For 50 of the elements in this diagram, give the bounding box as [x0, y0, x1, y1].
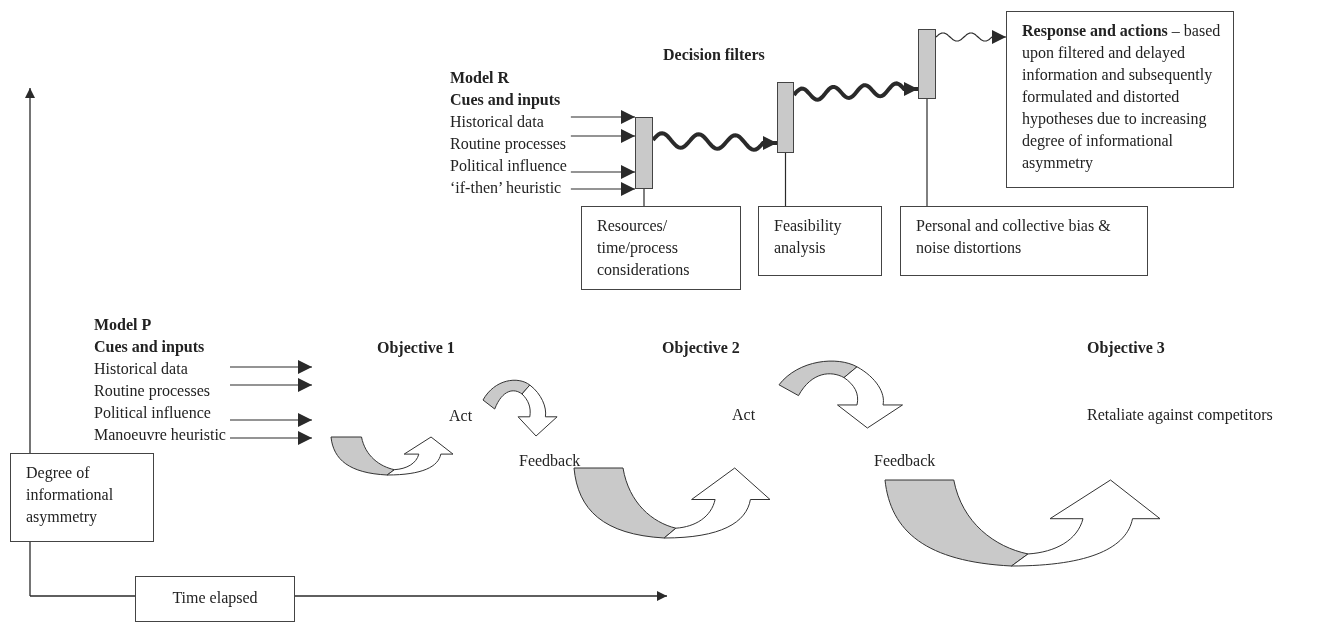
filter-bar	[777, 82, 794, 153]
filter-bar	[635, 117, 653, 189]
arrow	[570, 165, 636, 179]
text-box	[10, 453, 154, 542]
stage-label: Feedback	[874, 451, 936, 471]
input-label: Historical data	[450, 112, 544, 132]
input-label: Political influence	[450, 156, 567, 176]
input-label: Historical data	[94, 359, 188, 379]
input-label: Political influence	[94, 403, 211, 423]
arrow	[229, 413, 313, 427]
model-heading: Model R	[450, 68, 510, 88]
box-text: Degree of informational asymmetry	[26, 463, 115, 528]
stage-label: Act	[732, 405, 756, 425]
stage-label: Feedback	[519, 451, 581, 471]
connector-line	[643, 188, 645, 207]
box-text: Feasibility analysis	[774, 216, 843, 259]
arrow	[229, 378, 313, 392]
arrow	[570, 110, 636, 124]
box-text: Resources/ time/process considerations	[597, 216, 691, 280]
text-box	[900, 206, 1148, 276]
objective-heading: Objective 1	[377, 338, 455, 359]
wavy-arrow	[651, 131, 777, 152]
objective-heading: Objective 3	[1087, 338, 1165, 359]
connector-line	[784, 152, 787, 207]
model-heading: Model P	[94, 315, 152, 335]
cues-heading: Cues and inputs	[450, 90, 561, 111]
box-text: Personal and collective bias & noise distortions	[916, 216, 1112, 258]
text-box	[758, 206, 882, 276]
input-label: ‘if-then’ heuristic	[450, 178, 562, 198]
text-box	[135, 576, 295, 622]
box-text: Time elapsed	[172, 588, 258, 609]
arrow	[229, 431, 313, 445]
cues-heading: Cues and inputs	[94, 337, 205, 358]
arrow	[229, 360, 313, 374]
box-text: Response and actions – based upon filtered and delayed information and subsequently formulated and distorted hypotheses due to increasing degree of informational asymmetry	[1022, 21, 1222, 174]
section-heading: Decision filters	[663, 45, 765, 65]
arrow	[570, 182, 636, 196]
text-box	[1006, 11, 1234, 188]
wavy-arrow	[935, 30, 1007, 44]
input-label: Routine processes	[450, 134, 566, 155]
objective-label: Retaliate against competitors	[1087, 405, 1273, 426]
stage-label: Act	[449, 406, 473, 426]
input-label: Manoeuvre heuristic	[94, 425, 226, 445]
wavy-arrow	[792, 81, 918, 102]
input-label: Routine processes	[94, 381, 210, 402]
objective-heading: Objective 2	[662, 338, 740, 359]
connector-line	[926, 98, 928, 207]
filter-bar	[918, 29, 936, 99]
text-box	[581, 206, 741, 290]
arrow	[570, 129, 636, 143]
